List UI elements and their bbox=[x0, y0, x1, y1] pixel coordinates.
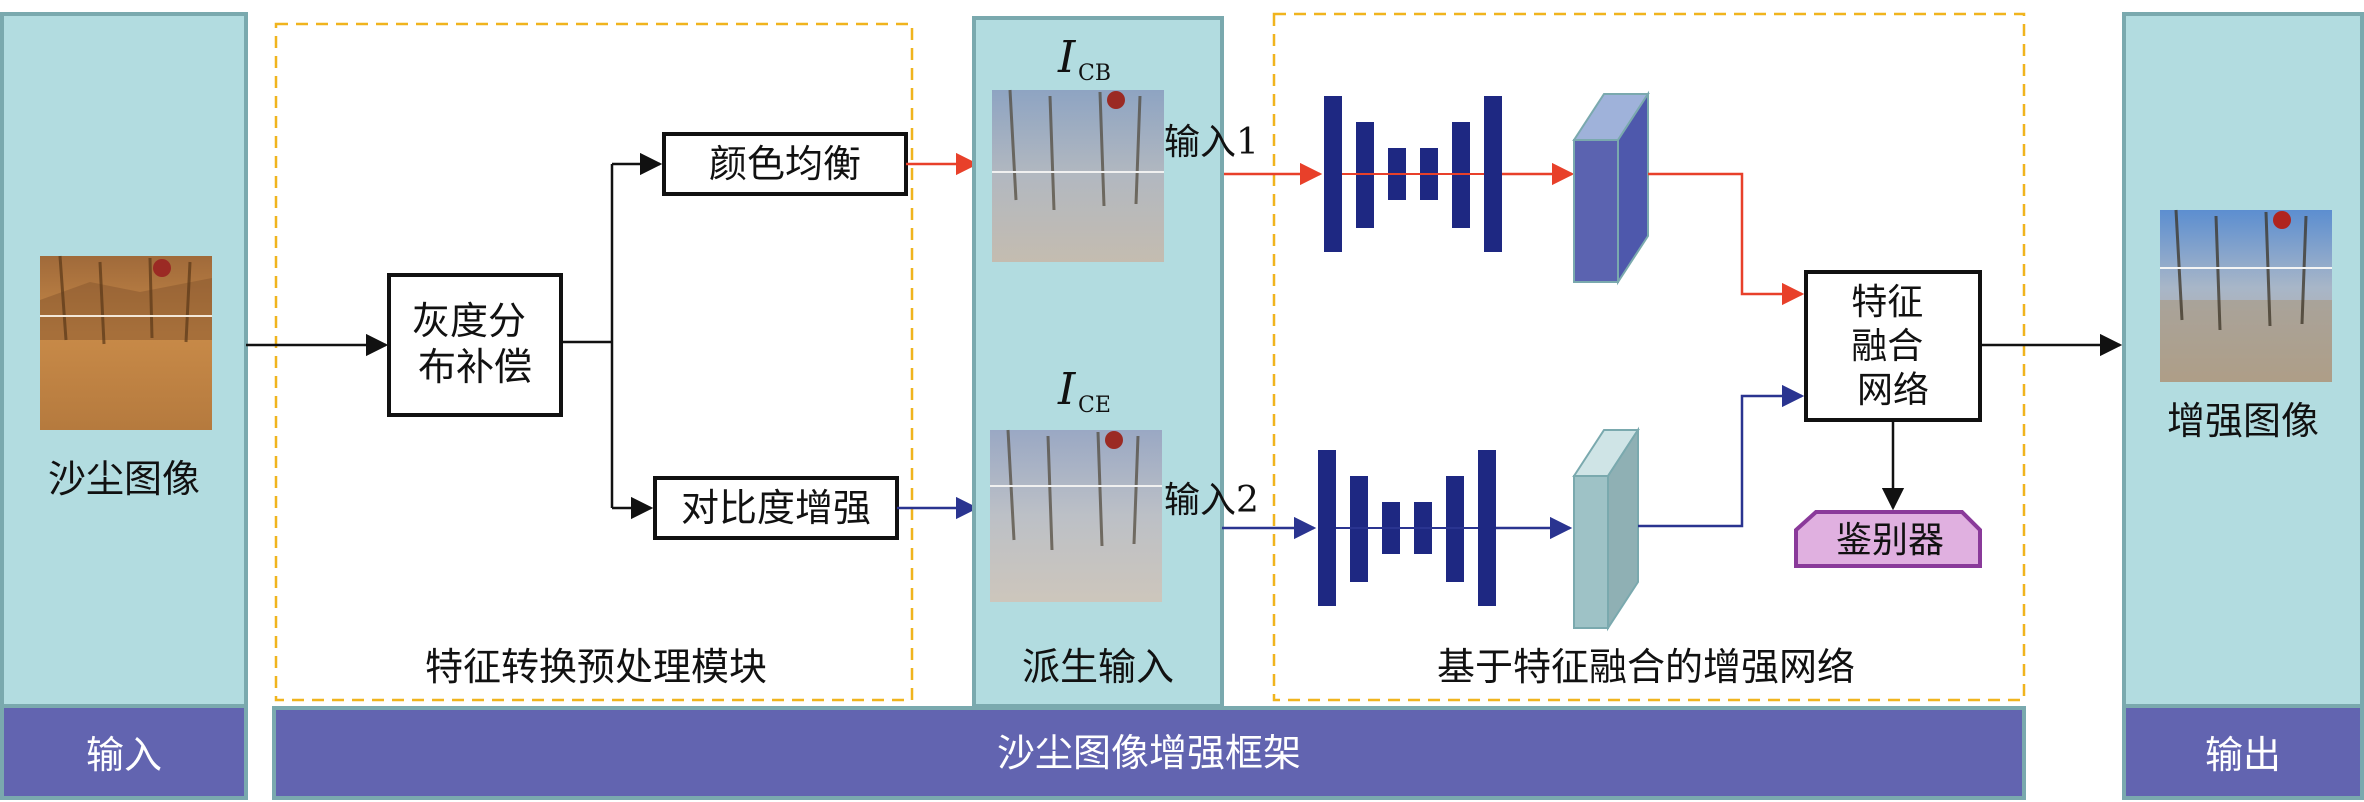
derived-input-label: 派生输入 bbox=[1022, 645, 1174, 689]
discriminator-label: 鉴别器 bbox=[1836, 520, 1944, 561]
enhancement-network-label: 基于特征融合的增强网络 bbox=[1437, 645, 1855, 689]
cb-symbol: I bbox=[1057, 32, 1077, 83]
gray-compensation-label: 灰度分 布补偿 bbox=[412, 299, 538, 389]
fusion-line-2: 融合 bbox=[1851, 326, 1923, 367]
output-bar bbox=[2122, 704, 2364, 800]
color-balance-label: 颜色均衡 bbox=[709, 142, 861, 186]
framework-bar-label: 沙尘图像增强框架 bbox=[997, 731, 1301, 775]
arrow-lower-to-fusion bbox=[1638, 384, 1805, 528]
feature-fusion-label: 特征 融合 网络 bbox=[1851, 282, 1934, 411]
framework-bar bbox=[272, 706, 2026, 800]
arrow-upper-to-fusion bbox=[1648, 172, 1805, 306]
input-bar-label: 输入 bbox=[86, 733, 162, 777]
input-bar bbox=[0, 704, 248, 800]
fusion-line-1: 特征 bbox=[1851, 282, 1923, 323]
color-balance-box bbox=[662, 132, 908, 196]
cb-subscript: CB bbox=[1078, 61, 1111, 86]
lower-feature-map bbox=[1572, 426, 1640, 632]
sand-dust-image bbox=[40, 255, 212, 430]
ce-symbol: I bbox=[1057, 364, 1077, 415]
gray-compensation-box bbox=[387, 273, 563, 417]
input2-label: 输入2 bbox=[1164, 480, 1259, 521]
output-image-label: 增强图像 bbox=[2167, 399, 2319, 443]
preprocess-module-frame bbox=[274, 22, 914, 702]
contrast-enhance-box bbox=[653, 476, 899, 540]
discriminator-shape bbox=[1794, 510, 1982, 568]
gray-line-1: 灰度分 bbox=[412, 299, 526, 343]
fusion-line-3: 网络 bbox=[1857, 370, 1929, 411]
input1-label: 输入1 bbox=[1164, 122, 1259, 163]
preprocess-module-label: 特征转换预处理模块 bbox=[425, 645, 767, 689]
contrast-enhance-label: 对比度增强 bbox=[681, 486, 871, 530]
enhanced-image bbox=[2160, 209, 2332, 382]
enhancement-network-frame bbox=[1272, 12, 2026, 702]
contrast-enhanced-image bbox=[990, 429, 1162, 602]
gray-line-2: 布补偿 bbox=[418, 345, 532, 389]
ce-subscript: CE bbox=[1078, 393, 1111, 418]
output-bar-label: 输出 bbox=[2205, 733, 2281, 777]
input-image-label: 沙尘图像 bbox=[48, 457, 200, 501]
upper-feature-map bbox=[1572, 90, 1650, 286]
color-balanced-image bbox=[992, 89, 1164, 262]
